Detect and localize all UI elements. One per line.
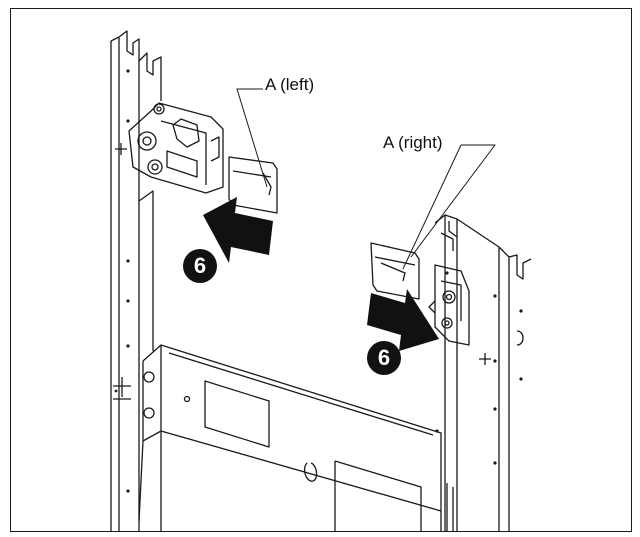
leader-a-left xyxy=(236,88,268,188)
push-arrow-right xyxy=(367,289,439,351)
step-6-right-badge: 6 xyxy=(367,341,401,375)
assembly-illustration xyxy=(110,30,532,531)
callout-a-left: A (left) xyxy=(265,75,315,94)
cross-beam xyxy=(138,344,442,531)
push-arrow-left xyxy=(203,197,273,263)
left-rack-upright xyxy=(110,30,162,531)
callout-a-right: A (right) xyxy=(383,133,443,152)
left-hinge-bracket xyxy=(128,102,224,194)
plate-a-right xyxy=(370,242,420,300)
plate-a-left xyxy=(228,156,278,214)
diagram-frame: A (left) A (right) 6 6 xyxy=(10,8,632,532)
right-hinge-bracket xyxy=(428,264,470,346)
leader-a-right xyxy=(402,144,496,270)
step-6-left-badge: 6 xyxy=(183,249,217,283)
right-rack-upright xyxy=(434,214,532,531)
